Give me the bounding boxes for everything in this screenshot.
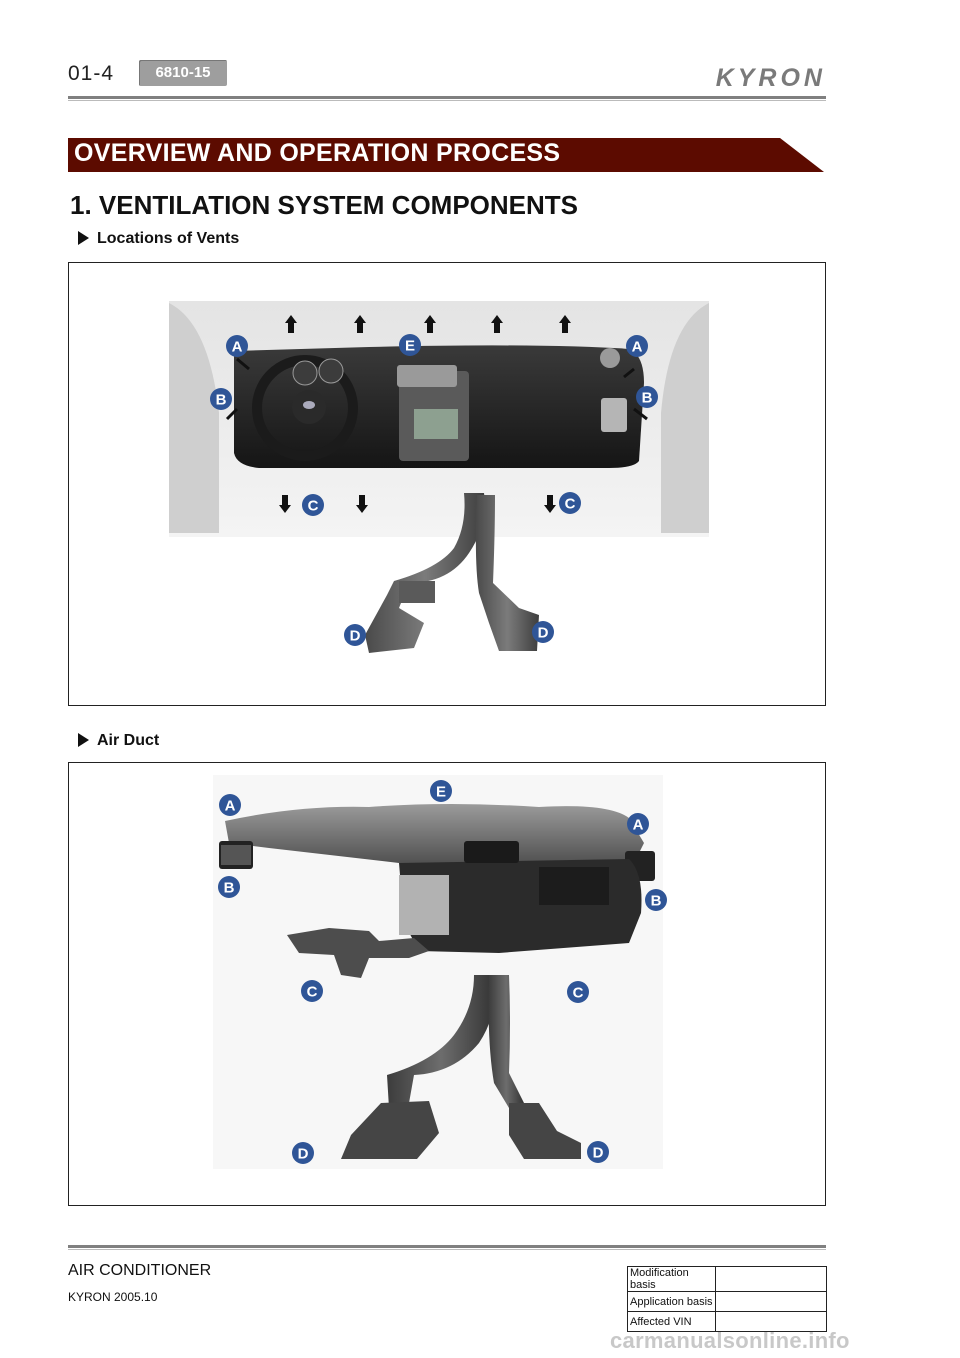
table-label: Modification basis: [627, 1266, 716, 1292]
svg-text:D: D: [350, 628, 361, 645]
section-banner: [68, 138, 824, 172]
figure-caption-air-duct: Air Duct: [78, 732, 159, 750]
figure-frame-vents: A A B B C C D D E: [68, 262, 826, 706]
svg-text:B: B: [216, 392, 227, 409]
callout-b-left: B: [210, 388, 232, 410]
svg-text:C: C: [573, 985, 584, 1002]
callout-c-right: C: [567, 981, 589, 1003]
callout-b-left: B: [218, 876, 240, 898]
svg-text:A: A: [632, 339, 643, 356]
triangle-bullet-icon: [78, 733, 89, 747]
svg-text:A: A: [225, 798, 236, 815]
svg-text:B: B: [224, 880, 235, 897]
svg-text:B: B: [651, 893, 662, 910]
table-value: [715, 1266, 827, 1292]
table-row: Modification basis: [627, 1266, 827, 1292]
air-duct-illustration: A A B B C C D D E: [213, 775, 667, 1169]
triangle-bullet-icon: [78, 231, 89, 245]
callout-b-right: B: [645, 889, 667, 911]
callout-d-left: D: [344, 624, 366, 646]
callout-a-right: A: [626, 335, 648, 357]
callout-b-right: B: [636, 386, 658, 408]
dashboard-vents-illustration: A A B B C C D D E: [169, 301, 709, 653]
svg-text:C: C: [565, 496, 576, 513]
svg-text:B: B: [642, 390, 653, 407]
header-rule: [68, 96, 826, 99]
figure-caption-text: Locations of Vents: [97, 230, 240, 247]
footer-rule-thin: [68, 1249, 826, 1250]
table-row: Affected VIN: [627, 1311, 827, 1332]
brand-logo-text: KYRON: [716, 64, 826, 92]
callout-c-left: C: [302, 494, 324, 516]
section-code-badge: 6810-15: [139, 60, 227, 86]
page-heading: 1. VENTILATION SYSTEM COMPONENTS: [70, 190, 579, 220]
callout-c-left: C: [301, 980, 323, 1002]
header-rule-thin: [68, 100, 826, 101]
page-number: 01-4: [68, 62, 115, 85]
callout-a-left: A: [219, 794, 241, 816]
callout-d-right: D: [587, 1141, 609, 1163]
svg-text:D: D: [593, 1145, 604, 1162]
table-label: Application basis: [627, 1291, 716, 1312]
figure-caption-vents: Locations of Vents: [78, 230, 239, 248]
svg-text:E: E: [436, 784, 446, 801]
callout-e: E: [399, 334, 421, 356]
section-title: OVERVIEW AND OPERATION PROCESS: [74, 139, 561, 167]
footer-rule: [68, 1245, 826, 1248]
svg-text:C: C: [307, 984, 318, 1001]
figure-frame-air-duct: A A B B C C D D E: [68, 762, 826, 1206]
svg-text:A: A: [232, 339, 243, 356]
figure-caption-text: Air Duct: [97, 732, 160, 749]
callout-c-right: C: [559, 492, 581, 514]
revision-info-table: Modification basis Application basis Aff…: [627, 1266, 827, 1332]
watermark-text: carmanualsonline.info: [610, 1328, 850, 1353]
callout-a-left: A: [226, 335, 248, 357]
brand-logo: KYRON: [716, 64, 826, 92]
svg-text:E: E: [405, 338, 415, 355]
svg-text:A: A: [633, 817, 644, 834]
table-value: [715, 1291, 827, 1312]
callout-e: E: [430, 780, 452, 802]
footer-chapter-title: AIR CONDITIONER: [68, 1262, 212, 1279]
table-row: Application basis: [627, 1291, 827, 1312]
callout-d-left: D: [292, 1142, 314, 1164]
table-label: Affected VIN: [627, 1311, 716, 1332]
callout-a-right: A: [627, 813, 649, 835]
svg-text:C: C: [308, 498, 319, 515]
callout-d-right: D: [532, 621, 554, 643]
footer-version: KYRON 2005.10: [68, 1290, 158, 1304]
svg-text:D: D: [298, 1146, 309, 1163]
table-value: [715, 1311, 827, 1332]
svg-text:D: D: [538, 625, 549, 642]
